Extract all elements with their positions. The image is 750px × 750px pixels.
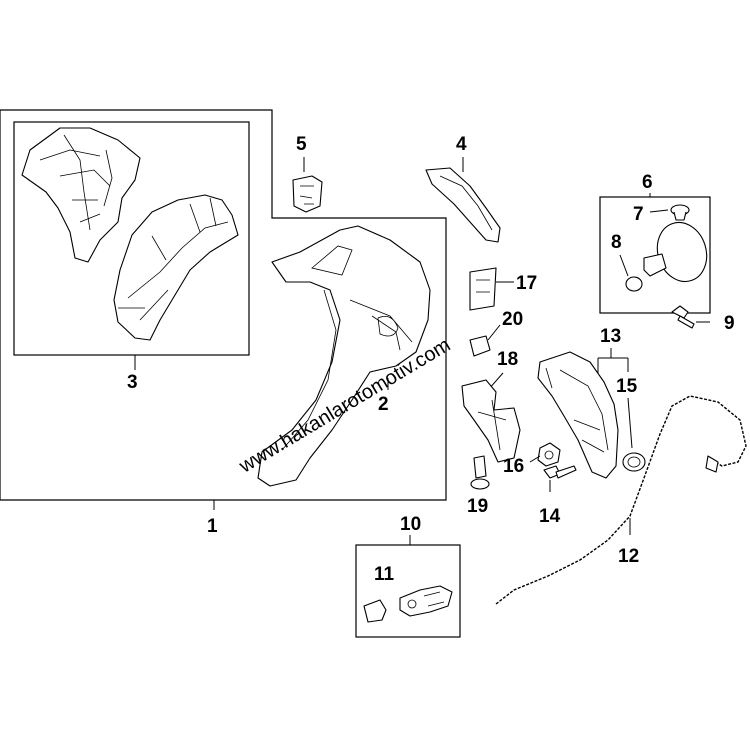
callout-12: 12 [618, 546, 639, 567]
leader-13-bracket [597, 348, 629, 392]
insulator-part-18 [461, 379, 521, 463]
group-6-frame [599, 196, 711, 314]
callout-15: 15 [616, 376, 638, 397]
inner-panel-part-3 [21, 127, 239, 341]
group-10-frame [355, 544, 461, 638]
group-1-frame [0, 109, 447, 501]
fuel-door-part-6 [643, 221, 708, 283]
leader-15 [627, 397, 633, 449]
actuator-part-10 [399, 585, 453, 617]
leader-20 [487, 324, 501, 341]
callout-6: 6 [642, 172, 653, 193]
seal-ring-part-15 [622, 452, 646, 472]
callout-3: 3 [127, 372, 138, 393]
callout-1: 1 [207, 516, 218, 537]
callout-17: 17 [516, 273, 537, 294]
callout-18: 18 [497, 349, 518, 370]
spring-part-7 [670, 204, 690, 221]
callout-9: 9 [724, 313, 735, 334]
group-3-frame [13, 121, 250, 356]
leader-7 [649, 209, 669, 213]
grommet-part-20 [469, 335, 491, 357]
bolt-part-9 [671, 305, 695, 329]
leader-16 [529, 455, 541, 463]
bumper-part-8 [625, 276, 643, 292]
screw-part-14 [543, 465, 577, 479]
quarter-panel-part-2 [257, 225, 431, 487]
actuator-bracket-part-11 [363, 599, 387, 623]
callout-19: 19 [467, 496, 488, 517]
leader-8 [619, 254, 629, 277]
callout-16: 16 [503, 456, 524, 477]
callout-14: 14 [539, 506, 561, 527]
callout-2: 2 [378, 394, 389, 415]
callout-11: 11 [374, 564, 395, 585]
callout-8: 8 [611, 232, 622, 253]
nut-part-16 [537, 442, 561, 467]
filler-pocket-part-13 [537, 351, 619, 479]
callout-13: 13 [600, 326, 621, 347]
release-cable-part-12 [495, 395, 747, 605]
bracket-part-4 [425, 167, 501, 243]
lock-housing-part-17 [469, 267, 497, 311]
callout-4: 4 [456, 134, 467, 155]
callout-7: 7 [633, 204, 644, 225]
retainer-part-5 [292, 175, 323, 213]
callout-5: 5 [296, 134, 307, 155]
callout-10: 10 [400, 514, 421, 535]
callout-20: 20 [502, 309, 523, 330]
push-clip-part-19 [470, 455, 490, 490]
